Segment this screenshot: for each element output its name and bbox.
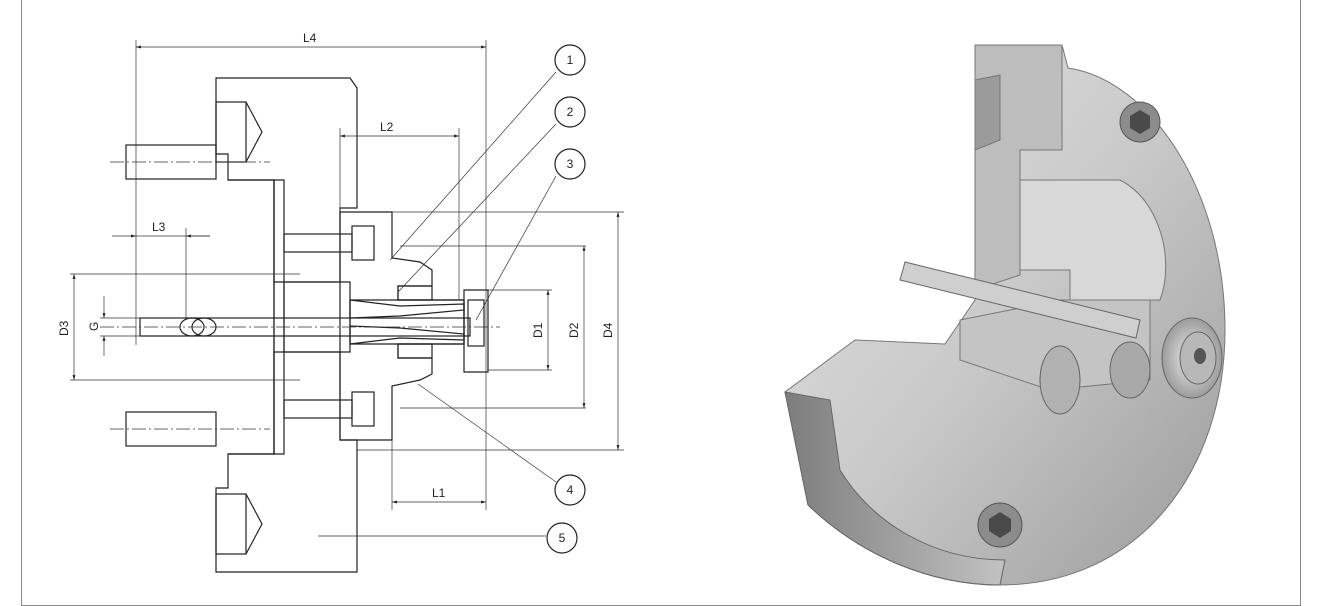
svg-text:1: 1	[567, 53, 574, 67]
dim-label-D3: D3	[57, 320, 71, 336]
tool-rod	[899, 261, 1141, 339]
dim-label-G: G	[87, 322, 101, 331]
svg-text:2: 2	[567, 105, 574, 119]
dim-label-L4: L4	[303, 31, 317, 45]
callout-1: 1	[554, 44, 586, 76]
callout-2: 2	[554, 96, 586, 128]
svg-text:3: 3	[567, 157, 574, 171]
dim-label-L1: L1	[432, 486, 446, 500]
cutaway-render	[784, 44, 1226, 586]
collet	[349, 299, 465, 345]
dim-label-D4: D4	[601, 322, 615, 338]
callout-5: 5	[546, 522, 578, 554]
technical-drawing: L4 L2 L3 L1 D3 G D1 D2 D4 1 2 3 4	[57, 31, 624, 573]
svg-text:4: 4	[567, 483, 574, 497]
svg-text:5: 5	[559, 531, 566, 545]
dim-label-L2: L2	[380, 120, 394, 134]
dim-label-D1: D1	[531, 322, 545, 338]
clamp-nut	[463, 289, 489, 373]
flange-body	[215, 77, 358, 573]
cut-face	[784, 391, 1006, 586]
callout-4: 4	[554, 474, 586, 506]
dim-label-L3: L3	[152, 220, 166, 234]
dim-label-D2: D2	[567, 322, 581, 338]
callout-3: 3	[554, 148, 586, 180]
